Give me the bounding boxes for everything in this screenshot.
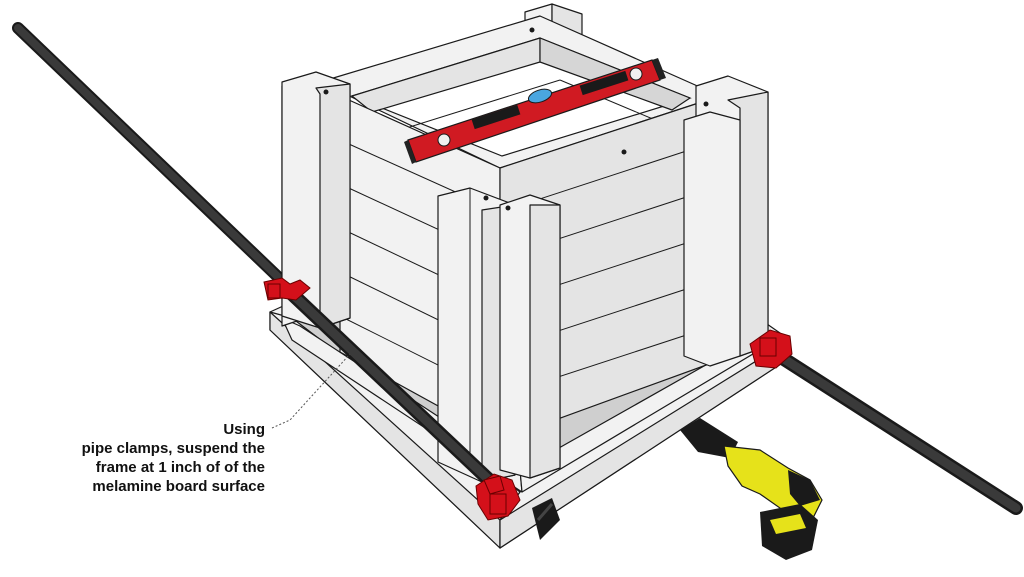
clamp-handle [532, 498, 560, 540]
annotation-text: Using pipe clamps, suspend the frame at … [81, 421, 265, 495]
pipe-clamp-front [475, 473, 521, 521]
pipe-clamp-rod-front [283, 285, 512, 502]
pipe-clamp-top-left [263, 277, 311, 301]
pipe-clamp-right [749, 329, 793, 369]
reciprocating-saw [680, 418, 823, 560]
box-frame [281, 3, 769, 483]
pipe-clamp-rod-right [763, 343, 1023, 515]
pipe-clamp-rod-left [12, 22, 306, 304]
spirit-level [404, 58, 666, 164]
